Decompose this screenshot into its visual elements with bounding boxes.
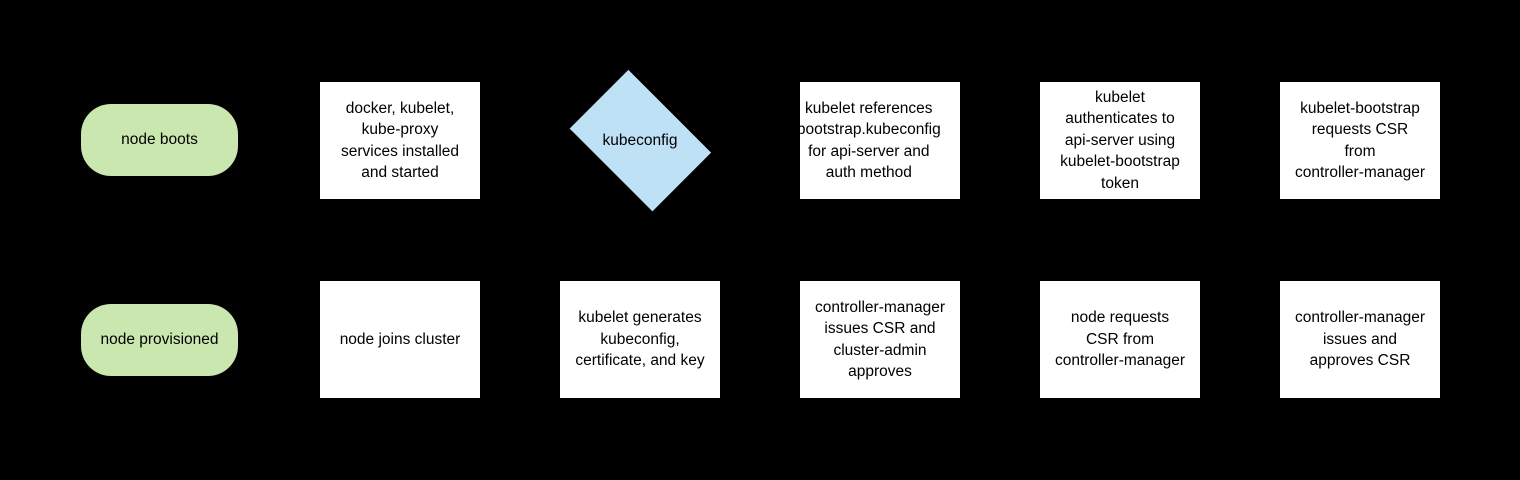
flowchart-node-controller-manager-issues-csr[interactable]: controller-manager issues CSR and cluste… xyxy=(800,281,960,398)
flowchart-node-node-provisioned[interactable]: node provisioned xyxy=(81,304,238,376)
flowchart-node-kubelet-authenticates[interactable]: kubelet authenticates to api-server usin… xyxy=(1040,82,1200,199)
flowchart-node-label: node joins cluster xyxy=(339,330,461,348)
flowchart-node-kubelet-references-bootstrap[interactable]: kubelet references bootstrap.kubeconfig … xyxy=(797,82,960,199)
flowchart-node-label: controller-manager issues and approves C… xyxy=(1294,309,1426,370)
flowchart-node-label: node requests CSR from controller-manage… xyxy=(1054,309,1186,370)
flowchart-node-services-installed[interactable]: docker, kubelet, kube-proxy services ins… xyxy=(320,82,480,199)
flowchart-node-kubelet-bootstrap-requests-csr[interactable]: kubelet-bootstrap requests CSR from cont… xyxy=(1280,82,1440,199)
flowchart-node-label: docker, kubelet, kube-proxy services ins… xyxy=(340,99,460,182)
flowchart-node-kubelet-generates[interactable]: kubelet generates kubeconfig, certificat… xyxy=(560,281,720,398)
flowchart-node-label: kubelet authenticates to api-server usin… xyxy=(1060,88,1180,192)
flowchart-node-label: kubeconfig xyxy=(602,131,678,149)
flowchart-node-node-requests-csr[interactable]: node requests CSR from controller-manage… xyxy=(1040,281,1200,398)
flowchart-node-label: kubelet generates kubeconfig, certificat… xyxy=(575,309,705,370)
flowchart-node-label: node provisioned xyxy=(100,331,219,349)
flowchart-node-label: controller-manager issues CSR and cluste… xyxy=(814,298,946,381)
flowchart-node-node-boots[interactable]: node boots xyxy=(81,104,238,176)
flowchart-node-label: kubelet references bootstrap.kubeconfig … xyxy=(796,99,941,182)
flowchart-node-controller-manager-approves-csr[interactable]: controller-manager issues and approves C… xyxy=(1280,281,1440,398)
flowchart-node-label: kubelet-bootstrap requests CSR from cont… xyxy=(1294,99,1426,182)
flowchart-node-label: node boots xyxy=(121,131,198,149)
flowchart-node-node-joins-cluster[interactable]: node joins cluster xyxy=(320,281,480,398)
flowchart-node-kubeconfig-decision[interactable]: kubeconfig xyxy=(560,70,720,211)
